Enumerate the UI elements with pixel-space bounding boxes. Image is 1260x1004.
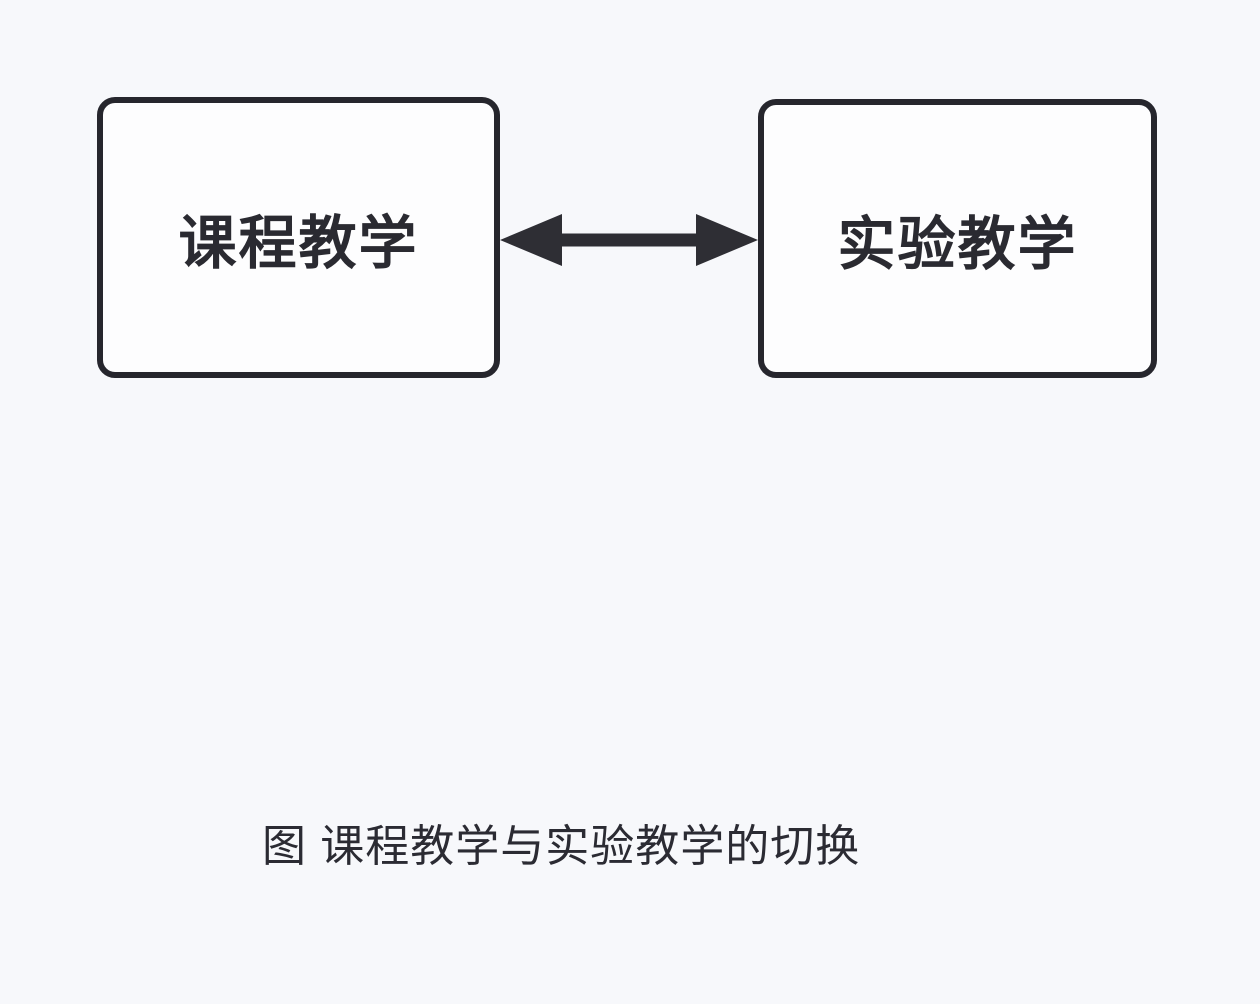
node-course-teaching-label: 课程教学 [178, 210, 419, 276]
node-experiment-teaching: 实验教学 [758, 99, 1157, 378]
bidirectional-arrow-icon [500, 214, 758, 266]
node-experiment-teaching-label: 实验教学 [837, 211, 1078, 277]
figure-caption: 图 课程教学与实验教学的切换 [262, 822, 861, 871]
node-course-teaching: 课程教学 [97, 97, 500, 378]
